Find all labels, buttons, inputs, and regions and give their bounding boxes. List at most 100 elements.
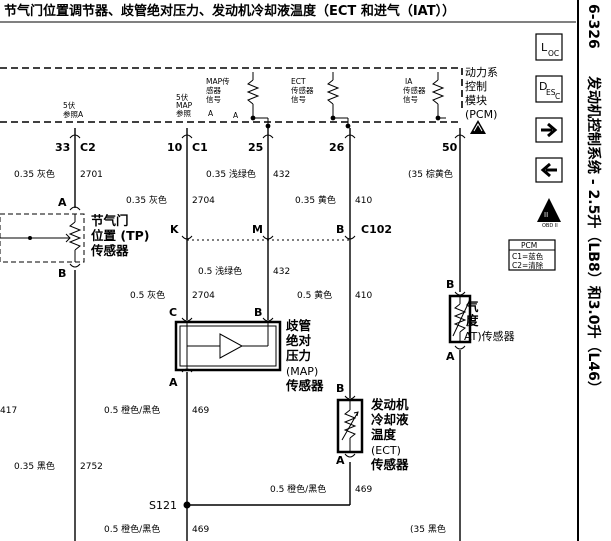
svg-text:417: 417: [0, 406, 17, 416]
svg-text:OC: OC: [548, 49, 559, 58]
pcm-legend-c2: C2=清除: [512, 260, 544, 270]
arrow-right-icon[interactable]: [535, 117, 563, 143]
svg-text:信号: 信号: [403, 94, 418, 104]
pcm-pin-26: 26: [329, 141, 345, 154]
svg-text:气: 气: [465, 299, 479, 314]
loc-icon[interactable]: L OC: [535, 33, 563, 61]
ect-pullup-resistor: [326, 72, 351, 129]
c102-label: C102: [361, 223, 392, 236]
legend-icons: L OC D ES C II OBD II PCM C1=蓝色 C2=清除: [508, 33, 563, 271]
svg-text:(35 黑色: (35 黑色: [410, 523, 446, 535]
pcm-label-4: (PCM): [465, 108, 497, 121]
svg-text:传感器: 传感器: [285, 378, 324, 393]
svg-text:469: 469: [192, 525, 209, 535]
svg-text:压力: 压力: [286, 348, 311, 363]
svg-text:M: M: [252, 223, 263, 236]
pcm-pin-10: 10: [167, 141, 183, 154]
svg-text:2701: 2701: [80, 170, 103, 180]
svg-text:0.5 浅绿色: 0.5 浅绿色: [198, 265, 242, 277]
desc-icon[interactable]: D ES C: [535, 75, 563, 103]
svg-text:C: C: [555, 92, 560, 101]
svg-text:A: A: [58, 196, 67, 209]
svg-text:ES: ES: [546, 88, 556, 97]
svg-text:冷却液: 冷却液: [371, 412, 409, 427]
svg-text:2704: 2704: [192, 196, 215, 206]
iat-sensor: B A 气 度 AT)传感器: [446, 278, 515, 363]
svg-text:B: B: [58, 267, 66, 280]
svg-text:AT)传感器: AT)传感器: [464, 330, 515, 343]
svg-text:A: A: [233, 111, 239, 120]
svg-text:0.35 黄色: 0.35 黄色: [295, 194, 336, 206]
svg-text:0.35 浅绿色: 0.35 浅绿色: [206, 168, 256, 180]
svg-text:B: B: [254, 306, 262, 319]
svg-text:A: A: [446, 350, 455, 363]
pcm-pin-50: 50: [442, 141, 458, 154]
svg-text:温度: 温度: [371, 427, 397, 442]
pcm-pin-33: 33: [55, 141, 70, 154]
svg-text:IA: IA: [405, 77, 413, 86]
svg-text:传感器: 传感器: [403, 85, 426, 95]
svg-text:信号: 信号: [206, 94, 221, 104]
pcm-label-3: 模块: [465, 94, 487, 107]
svg-text:传感器: 传感器: [90, 243, 129, 258]
svg-text:感器: 感器: [206, 85, 221, 95]
svg-text:0.35 黑色: 0.35 黑色: [14, 460, 55, 472]
svg-text:绝对: 绝对: [286, 333, 312, 348]
diagram-title: 节气门位置调节器、歧管绝对压力、发动机冷却液温度（ECT 和进气（IAT））: [4, 3, 455, 19]
svg-text:参照A: 参照A: [63, 109, 84, 119]
pcm-conn-c2: C2: [80, 141, 96, 154]
svg-text:OBD II: OBD II: [542, 223, 558, 229]
svg-text:(35 棕黄色: (35 棕黄色: [408, 168, 453, 180]
svg-text:469: 469: [355, 485, 372, 495]
svg-text:参照: 参照: [176, 108, 191, 118]
pcm-pin-25: 25: [248, 141, 263, 154]
pcm-conn-c1: C1: [192, 141, 208, 154]
wires: [69, 128, 466, 541]
splice-s121-label: S121: [149, 499, 177, 512]
section-title: 发动机控制系统 - 2.5升（LB8）和3.0升（L46）: [585, 75, 602, 395]
svg-text:A: A: [208, 109, 214, 118]
svg-text:410: 410: [355, 196, 372, 206]
svg-text:K: K: [170, 223, 179, 236]
svg-text:C: C: [169, 306, 177, 319]
svg-text:位置 (TP): 位置 (TP): [91, 228, 149, 243]
map-pullup-resistor: [246, 72, 271, 129]
ect-sensor: B A 发动机 冷却液 温度 (ECT) 传感器: [336, 382, 409, 472]
svg-text:B: B: [446, 278, 454, 291]
page-number: 6-326: [585, 4, 601, 49]
svg-text:0.5 橙色/黑色: 0.5 橙色/黑色: [104, 404, 160, 416]
svg-text:(MAP): (MAP): [286, 365, 318, 378]
svg-text:MAP传: MAP传: [206, 76, 230, 86]
svg-text:432: 432: [273, 170, 290, 180]
svg-text:L: L: [541, 41, 548, 54]
svg-text:B: B: [336, 223, 344, 236]
svg-text:信号: 信号: [291, 94, 306, 104]
svg-text:II: II: [544, 211, 548, 219]
svg-text:歧管: 歧管: [286, 318, 311, 333]
svg-text:0.35 灰色: 0.35 灰色: [126, 194, 167, 206]
svg-text:B: B: [336, 382, 344, 395]
svg-text:D: D: [539, 80, 547, 93]
svg-text:传感器: 传感器: [291, 85, 314, 95]
svg-text:ECT: ECT: [291, 77, 306, 86]
svg-text:0.5 黄色: 0.5 黄色: [297, 289, 332, 301]
svg-text:5伏: 5伏: [63, 100, 76, 110]
svg-text:节气门: 节气门: [91, 213, 129, 228]
svg-text:A: A: [169, 376, 178, 389]
svg-text:469: 469: [192, 406, 209, 416]
svg-text:0.35 灰色: 0.35 灰色: [14, 168, 55, 180]
connector-c102: K M B C102: [170, 223, 392, 241]
arrow-left-icon[interactable]: [535, 157, 563, 183]
svg-text:发动机: 发动机: [370, 397, 409, 412]
wire-labels: 0.35 灰色 2701 0.35 灰色 2704 0.35 浅绿色 432 0…: [0, 168, 453, 535]
svg-text:410: 410: [355, 291, 372, 301]
obd-warning-icon: II OBD II: [537, 198, 561, 229]
svg-text:2704: 2704: [192, 291, 215, 301]
svg-text:(ECT): (ECT): [371, 444, 401, 457]
svg-text:0.5 橙色/黑色: 0.5 橙色/黑色: [270, 483, 326, 495]
pcm-legend-title: PCM: [521, 241, 537, 250]
pcm-pins: 33 C2 10 C1 25 26 50: [55, 141, 458, 154]
svg-text:传感器: 传感器: [370, 457, 409, 472]
pcm-module: 动力系 控制 模块 (PCM) 5伏 参照A 5伏 MAP 参照 A MAP传 …: [0, 66, 498, 134]
